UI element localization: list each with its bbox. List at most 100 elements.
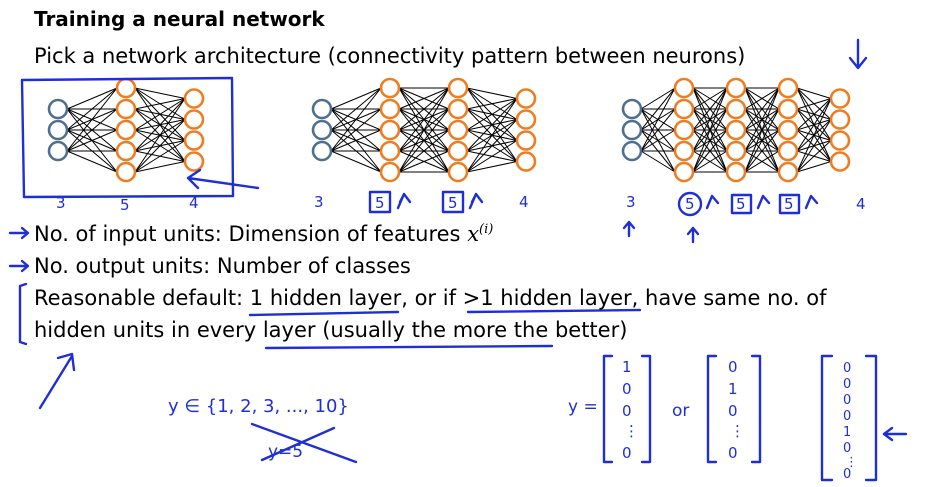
vec2-3: ⋮	[730, 422, 745, 440]
net3-box-3	[778, 193, 801, 215]
or-label: or	[672, 401, 689, 421]
net2-count-0: 3	[314, 193, 324, 211]
y-set: y ∈ {1, 2, 3, ..., 10}	[168, 396, 349, 417]
bullet-arrow-2	[8, 259, 30, 273]
connection-edge	[134, 119, 186, 173]
hidden-neuron	[673, 77, 695, 99]
connection-edge	[398, 87, 450, 131]
slide-title: Training a neural network	[34, 7, 325, 31]
hidden-neuron	[115, 161, 137, 183]
connection-edge	[744, 150, 780, 173]
net2-count-2: 5	[448, 194, 458, 212]
hidden-neuron	[447, 140, 469, 162]
hidden-neuron	[115, 119, 137, 141]
connection-edge	[466, 98, 518, 131]
net3-box-2	[730, 193, 753, 215]
output-neuron	[183, 130, 205, 151]
connection-edge	[66, 87, 118, 131]
connection-edge	[692, 87, 728, 173]
connection-edge	[134, 87, 186, 99]
vec2-0: 0	[728, 358, 738, 376]
vec1-2: 0	[622, 402, 632, 420]
connection-edge	[330, 87, 382, 131]
connection-edge	[744, 108, 780, 173]
network-1-box	[20, 76, 235, 199]
hidden-neuron	[725, 77, 747, 99]
hidden-neuron	[777, 98, 799, 120]
net2-box-1	[368, 190, 392, 214]
input-neuron	[47, 140, 69, 162]
connection-edge	[466, 161, 518, 173]
hidden-neuron	[379, 161, 401, 183]
connection-edge	[796, 87, 832, 99]
connection-edge	[66, 87, 118, 110]
connection-edge	[330, 87, 382, 110]
output-neuron	[515, 109, 537, 130]
hidden-neuron	[777, 140, 799, 162]
connection-edge	[398, 87, 450, 173]
input-neuron	[311, 119, 333, 141]
net1-count-2: 4	[189, 194, 199, 212]
connection-edge	[134, 140, 186, 173]
output-neuron	[515, 151, 537, 172]
hidden-neuron	[379, 98, 401, 120]
net2-count-1: 5	[375, 194, 385, 212]
net3-circle-1	[677, 191, 703, 217]
input-neuron	[621, 119, 643, 141]
vec2-4: 0	[728, 444, 738, 462]
bullet-input-text: No. of input units: Dimension of feature…	[34, 222, 461, 246]
connection-edge	[66, 87, 118, 152]
connection-edge	[640, 87, 676, 131]
connection-edge	[66, 129, 118, 152]
connection-edge	[466, 98, 518, 173]
connection-edge	[692, 150, 728, 173]
vec1-1: 0	[622, 380, 632, 398]
hidden-neuron	[115, 140, 137, 162]
connection-edge	[796, 140, 832, 173]
default-bracket	[18, 282, 28, 346]
cross-out	[250, 422, 358, 464]
hidden-neuron	[447, 161, 469, 183]
output-neuron	[829, 88, 851, 109]
connection-edge	[640, 87, 676, 152]
feature-x-math: x	[467, 222, 480, 246]
feature-x-superscript: (i)	[479, 222, 494, 237]
net1-count-1: 5	[120, 196, 130, 214]
connection-edge	[796, 98, 832, 110]
hidden-neuron	[379, 77, 401, 99]
hidden-neuron	[725, 119, 747, 141]
hidden-neuron	[777, 161, 799, 183]
vector-1-brackets	[602, 354, 652, 464]
hidden-neuron	[447, 77, 469, 99]
connection-edge	[398, 129, 450, 173]
connection-edge	[796, 161, 832, 173]
hidden-neuron	[673, 98, 695, 120]
connection-edge	[330, 108, 382, 152]
connection-edge	[744, 87, 780, 152]
vec3-7: 0	[843, 467, 851, 482]
net3-count-1: 5	[685, 195, 695, 213]
hidden-neuron	[673, 161, 695, 183]
input-neuron	[621, 98, 643, 120]
vec1-0: 1	[622, 358, 632, 376]
y-crossed: y=5	[268, 442, 303, 462]
underline-gt1-hidden-layer	[466, 308, 642, 314]
handwritten-annotations: 3 5 4 3 5 5 4 3 5 5 5 4	[8, 38, 908, 482]
hidden-neuron	[725, 140, 747, 162]
connection-edge	[640, 87, 676, 110]
connection-edge	[66, 150, 118, 173]
input-neuron	[47, 98, 69, 120]
vec3-4: 1	[843, 425, 851, 440]
output-layer-arrow	[186, 168, 260, 190]
vector-3-brackets	[820, 354, 878, 482]
vec3-2: 0	[843, 393, 851, 408]
vector-2-brackets	[706, 354, 762, 464]
vec3-6: ⋮	[845, 455, 858, 470]
connection-edge	[398, 87, 450, 152]
architecture-subtitle: Pick a network architecture (connectivit…	[34, 44, 746, 68]
connection-edge	[466, 119, 518, 173]
connection-edge	[330, 87, 382, 152]
connection-edge	[134, 98, 186, 173]
